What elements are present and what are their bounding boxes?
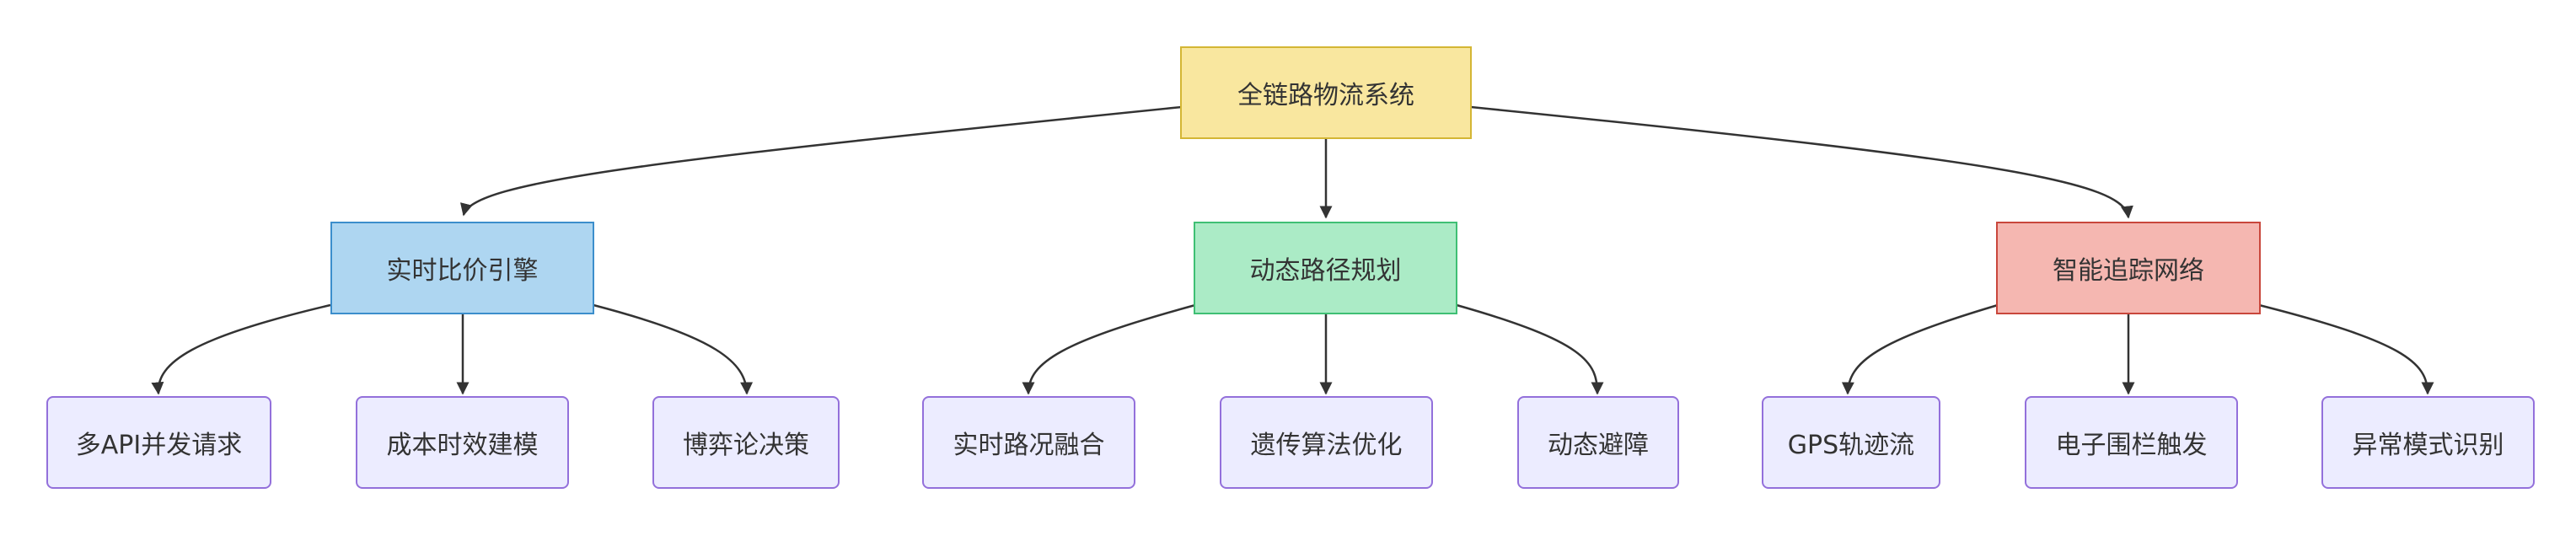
leaf-node-3-3[interactable]: 异常模式识别 (2321, 396, 2535, 489)
leaf-node-1-3[interactable]: 博弈论决策 (652, 396, 840, 489)
leaf-node-3-1[interactable]: GPS轨迹流 (1762, 396, 1940, 489)
edge-root-to-branch-1 (460, 105, 1183, 217)
branch-node-2[interactable]: 动态路径规划 (1194, 222, 1457, 314)
leaf-node-3-2[interactable]: 电子围栏触发 (2025, 396, 2238, 489)
leaf-node-1-3-label: 博弈论决策 (683, 431, 809, 460)
edge-branch-2-to-leaf-1 (1022, 303, 1196, 395)
branch-node-3[interactable]: 智能追踪网络 (1996, 222, 2261, 314)
leaf-node-3-2-label: 电子围栏触发 (2055, 431, 2208, 460)
branch-node-2-label: 动态路径规划 (1249, 256, 1402, 286)
branch-node-3-label: 智能追踪网络 (2053, 256, 2204, 286)
root-node[interactable]: 全链路物流系统 (1180, 46, 1472, 139)
leaf-node-2-3[interactable]: 动态避障 (1517, 396, 1679, 489)
leaf-node-2-2[interactable]: 遗传算法优化 (1220, 396, 1433, 489)
leaf-node-2-1-label: 实时路况融合 (953, 431, 1105, 460)
leaf-node-2-3-label: 动态避障 (1548, 431, 1649, 460)
root-node-label: 全链路物流系统 (1237, 81, 1414, 110)
edge-root-to-branch-3 (1470, 105, 2133, 219)
branch-node-1-label: 实时比价引擎 (386, 256, 539, 286)
edge-branch-1-to-leaf-3 (593, 303, 754, 395)
leaf-node-3-1-label: GPS轨迹流 (1787, 431, 1915, 460)
leaf-node-1-1[interactable]: 多API并发请求 (46, 396, 271, 489)
leaf-node-3-3-label: 异常模式识别 (2352, 431, 2504, 460)
branch-node-1[interactable]: 实时比价引擎 (330, 222, 594, 314)
edge-branch-3-to-leaf-3 (2258, 303, 2434, 395)
edge-branch-3-to-leaf-1 (1841, 303, 1999, 395)
leaf-node-1-2-label: 成本时效建模 (386, 431, 539, 460)
edge-branch-2-to-leaf-3 (1456, 303, 1604, 395)
leaf-node-1-1-label: 多API并发请求 (75, 431, 243, 460)
leaf-node-2-2-label: 遗传算法优化 (1250, 431, 1403, 460)
edge-branch-1-to-leaf-1 (151, 303, 331, 395)
leaf-node-1-2[interactable]: 成本时效建模 (356, 396, 569, 489)
leaf-node-2-1[interactable]: 实时路况融合 (922, 396, 1135, 489)
